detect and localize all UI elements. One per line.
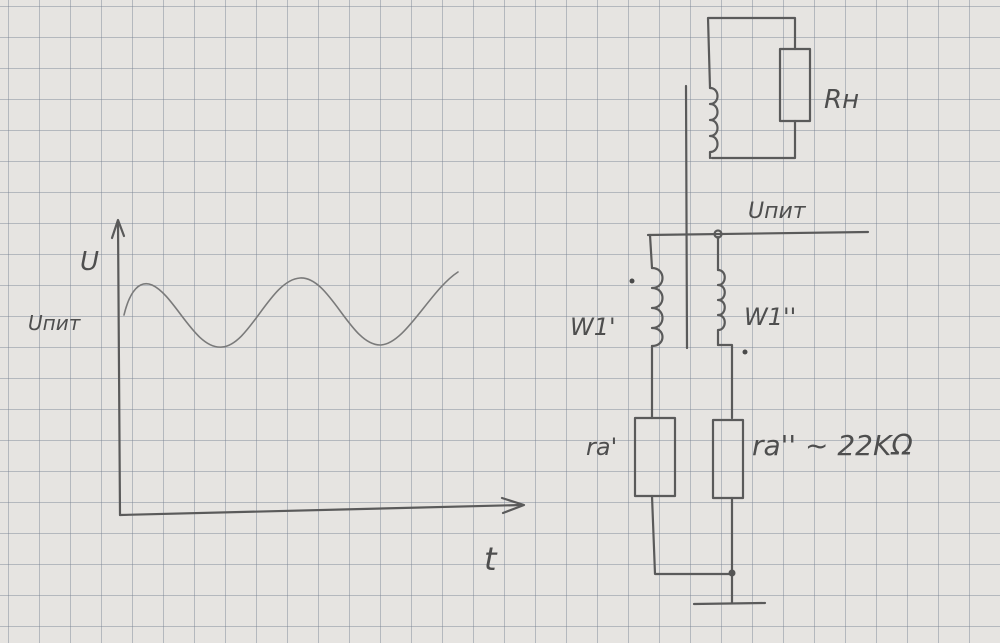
y-axis	[116, 220, 122, 517]
ground-node	[728, 569, 736, 577]
supply-label: Uпит	[748, 199, 807, 224]
right-branch-wire	[716, 235, 734, 605]
left-winding-label: W1'	[570, 313, 616, 341]
right-resistor	[711, 418, 745, 500]
secondary-loop-wire	[706, 16, 797, 160]
ground-symbol	[692, 601, 767, 606]
load-resistor	[778, 47, 812, 123]
voltage-time-graph: U Uпит t	[28, 218, 526, 578]
left-branch-wire	[648, 233, 734, 576]
right-resistor-label: ra'' ~ 22KΩ	[752, 429, 913, 462]
y-axis-arrow	[110, 218, 126, 240]
x-axis-label: t	[484, 540, 498, 578]
secondary-coil	[708, 86, 719, 160]
x-axis	[118, 503, 524, 517]
left-resistor-label: ra'	[586, 433, 617, 461]
left-polarity-dot	[629, 278, 635, 284]
transformer-core	[684, 84, 689, 350]
supply-level-label: Uпит	[28, 311, 82, 335]
load-resistor-label: Rн	[824, 85, 859, 115]
right-winding-label: W1''	[744, 303, 796, 331]
right-polarity-dot	[742, 349, 748, 355]
transformer-circuit: Rн Uпит W1' W1'' ra' ra'' ~ 22KΩ	[570, 16, 913, 606]
y-axis-label: U	[80, 247, 99, 277]
right-winding-coil	[716, 268, 726, 347]
sine-wave	[123, 271, 459, 348]
supply-line	[646, 230, 870, 237]
left-resistor	[633, 416, 677, 498]
left-winding-coil	[650, 266, 664, 348]
x-axis-arrow	[500, 496, 526, 515]
